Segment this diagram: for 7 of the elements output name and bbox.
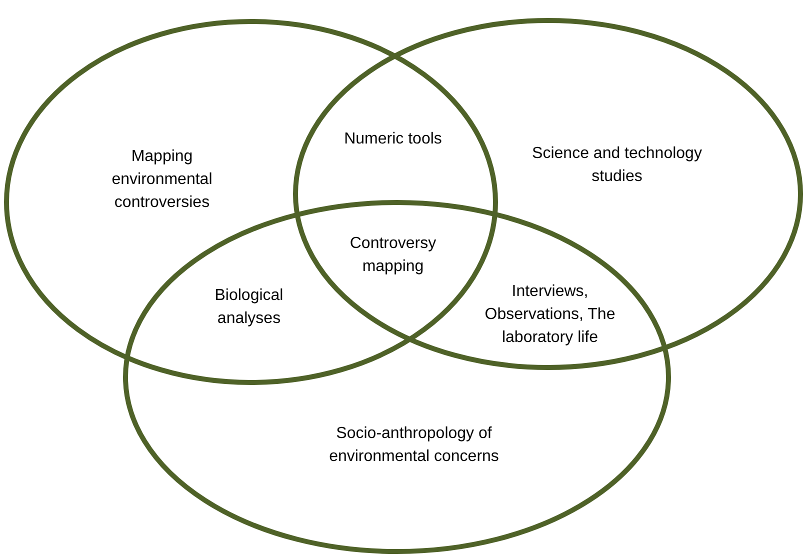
set-label: Socio-anthropology of environmental concerns <box>328 424 500 467</box>
intersection-label: Controversy mapping <box>348 234 438 277</box>
set-label: Mapping environmental controversies <box>110 147 214 214</box>
set-label: Science and technology studies <box>531 144 703 187</box>
intersection-label: Interviews, Observations, The laboratory life <box>484 282 616 349</box>
intersection-label: Numeric tools <box>343 129 443 150</box>
intersection-label: Biological analyses <box>214 286 284 329</box>
